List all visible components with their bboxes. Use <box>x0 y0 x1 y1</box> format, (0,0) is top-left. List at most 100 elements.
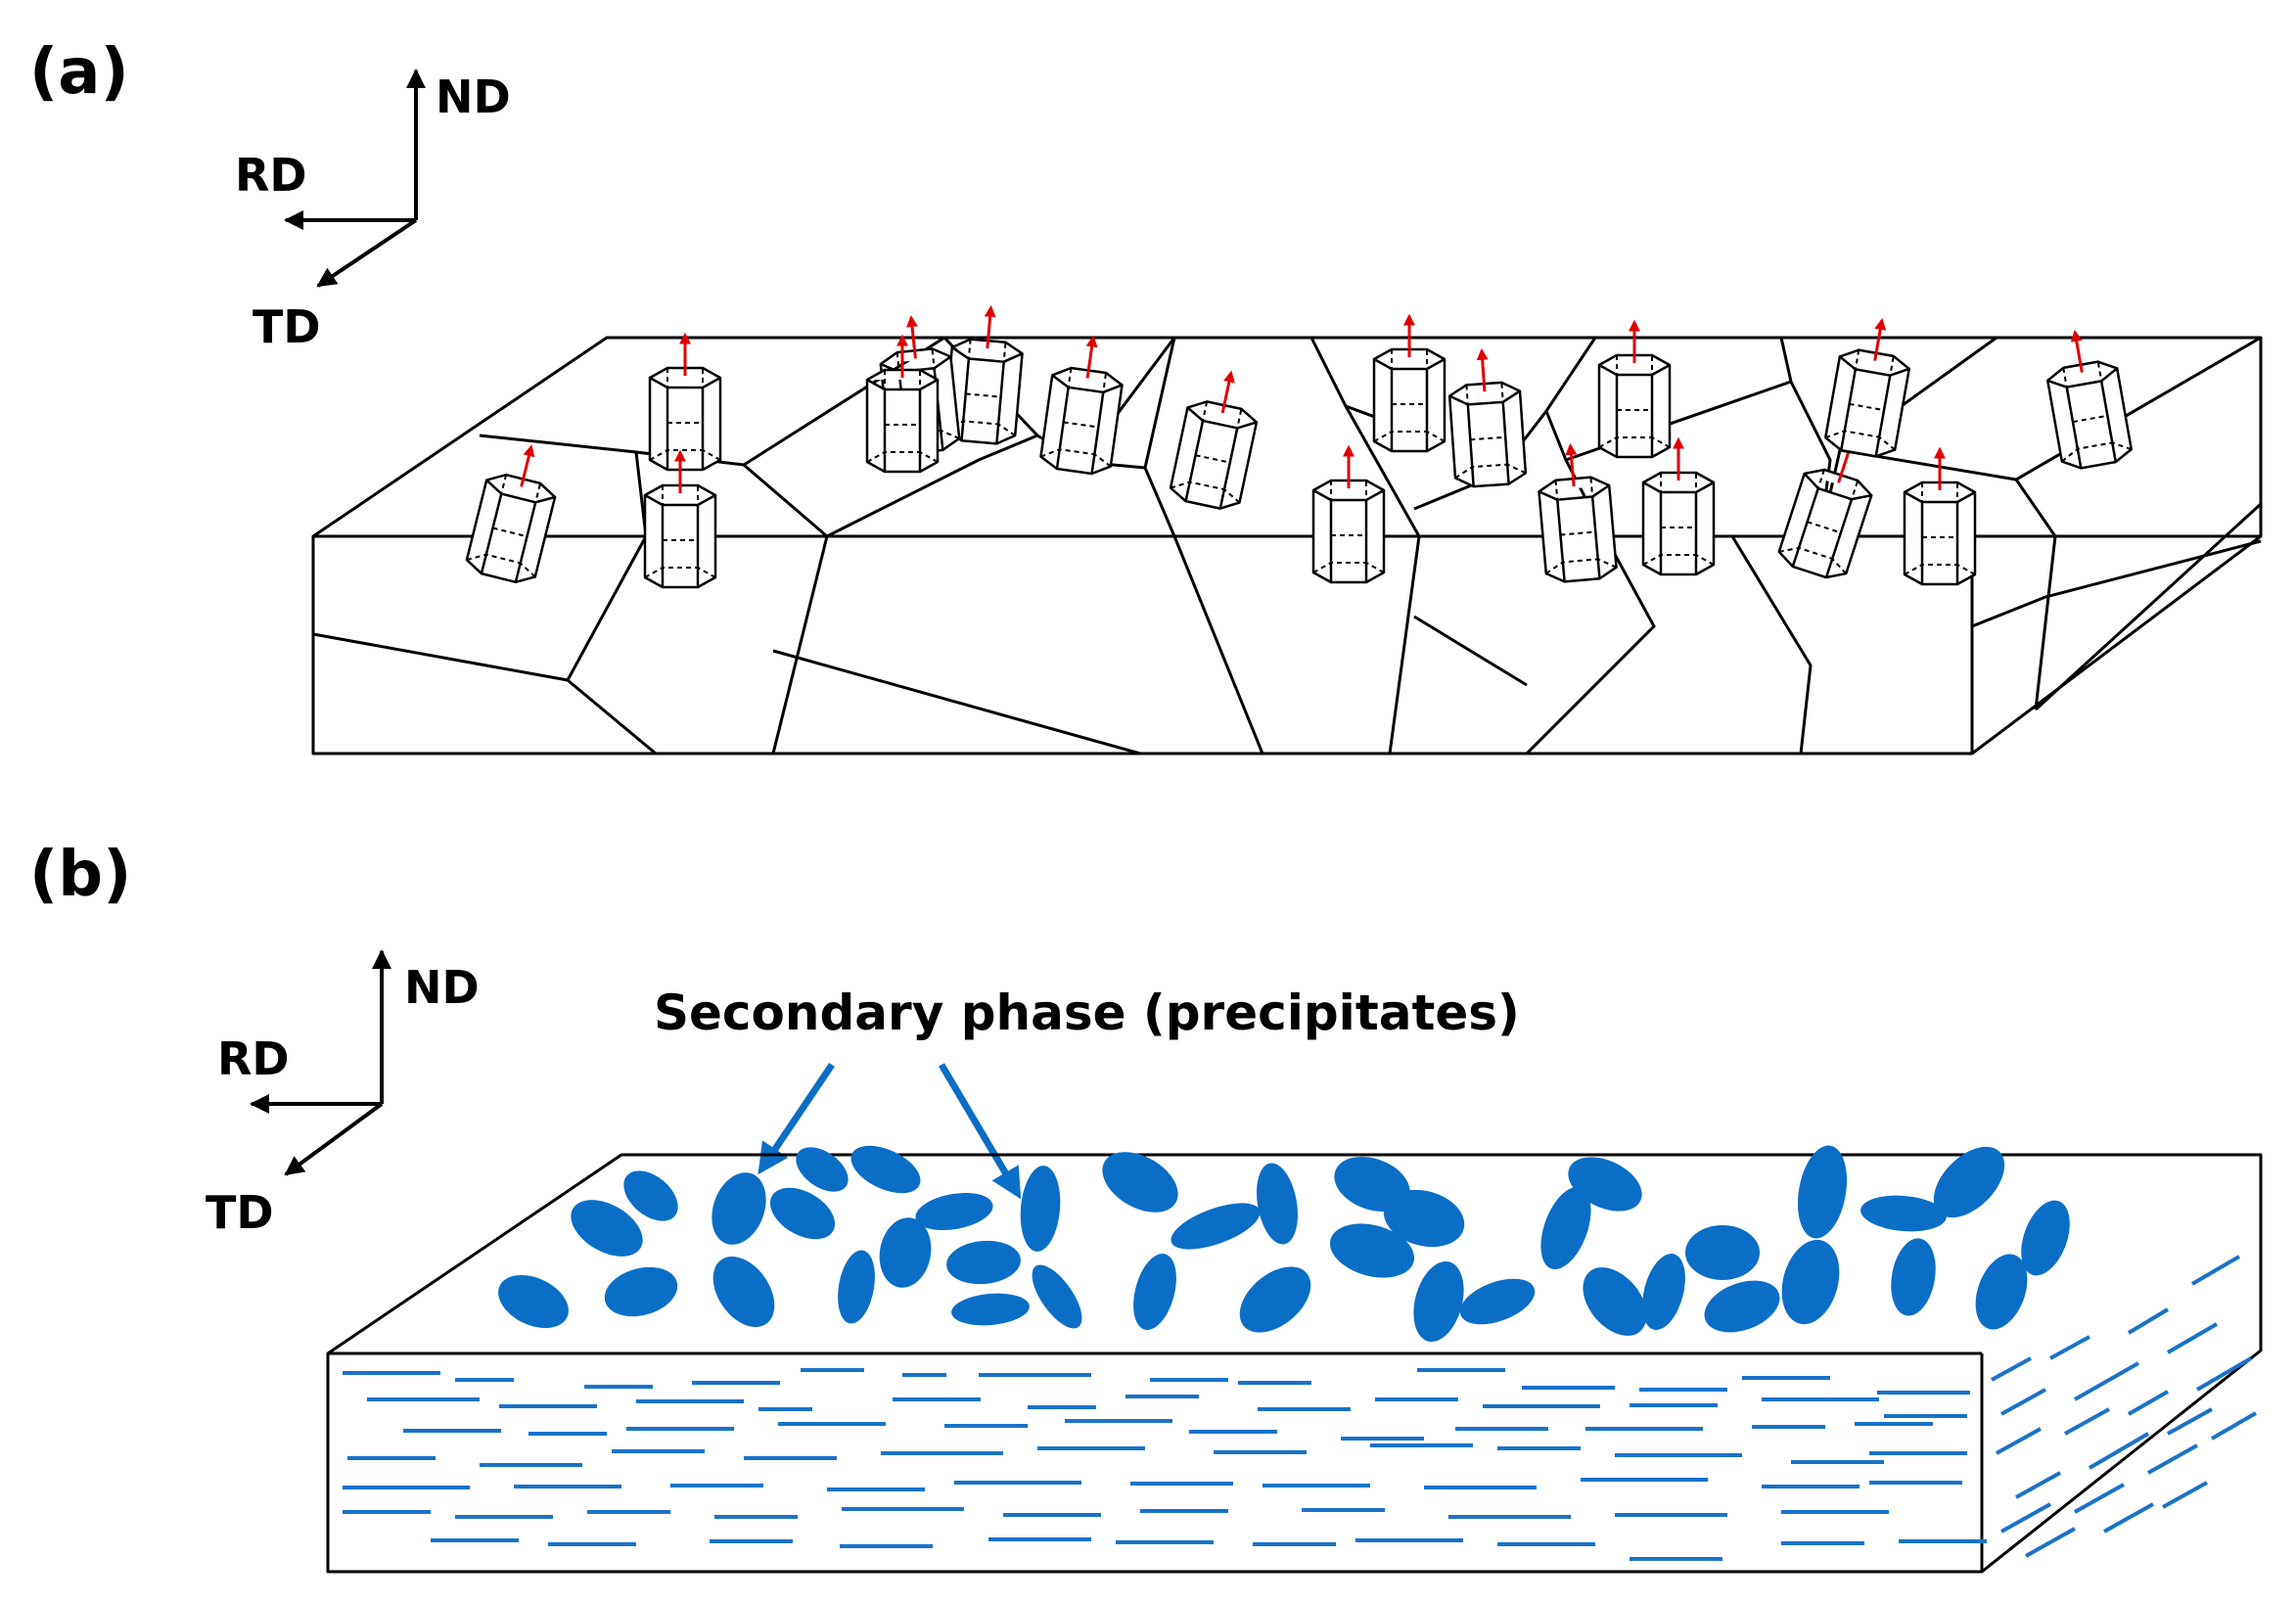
precipitate <box>1975 1254 2028 1330</box>
panel-b: (b) ND RD TD Secondary phase (precipitat… <box>29 839 2263 1574</box>
precipitates-annotation: Secondary phase (precipitates) <box>654 984 1520 1041</box>
precipitate <box>498 1274 569 1329</box>
precipitate <box>879 1217 932 1288</box>
precipitate-side <box>2000 1502 2051 1533</box>
precipitate <box>946 1240 1021 1285</box>
c-axis-arrow <box>1220 370 1235 414</box>
panel-b-label: (b) <box>29 839 131 911</box>
precipitate-side <box>2147 1443 2198 1475</box>
axis-triad-b: ND RD TD <box>206 949 480 1239</box>
precipitate <box>1459 1278 1536 1325</box>
nd-label-b: ND <box>404 961 480 1014</box>
precipitate-side <box>2015 1471 2061 1499</box>
c-axis-arrow <box>2070 329 2084 373</box>
precipitate <box>1020 1166 1061 1252</box>
td-axis-arrow <box>316 218 418 288</box>
precipitate <box>2021 1200 2070 1276</box>
c-axis-arrow <box>520 444 535 487</box>
precipitates-side-face <box>1991 1255 2258 1558</box>
hcp-crystal <box>1039 335 1124 476</box>
precipitate-side <box>1996 1427 2042 1455</box>
rd-label: RD <box>235 149 307 202</box>
precipitate-side <box>2162 1481 2208 1509</box>
c-axis-arrow <box>906 315 918 359</box>
annotation-arrow-right <box>938 1063 1022 1200</box>
c-axis-arrow <box>1085 335 1098 379</box>
precipitate <box>1239 1266 1311 1333</box>
precipitates-top-face <box>498 1145 2070 1343</box>
precipitate <box>571 1200 643 1257</box>
precipitate <box>712 1256 775 1328</box>
precipitate-block <box>326 1153 2263 1574</box>
hcp-crystal <box>943 304 1024 445</box>
hcp-crystal <box>1447 347 1528 488</box>
precipitate-side <box>2064 1407 2110 1436</box>
hcp-crystal <box>1824 317 1910 458</box>
precipitate-side <box>2128 1390 2169 1416</box>
td-label: TD <box>253 300 321 353</box>
annotation-arrow-left <box>758 1063 835 1175</box>
precipitate <box>769 1187 836 1240</box>
panel-a-label: (a) <box>29 36 129 109</box>
precipitate <box>796 1147 849 1192</box>
axis-triad-a: ND RD TD <box>235 69 511 353</box>
precipitate <box>1540 1186 1591 1270</box>
precipitate <box>1133 1254 1176 1330</box>
precipitate <box>1568 1157 1642 1212</box>
hcp-crystal <box>643 449 717 589</box>
precipitate <box>1102 1152 1178 1213</box>
precipitate <box>1860 1195 1947 1232</box>
hcp-crystal <box>1903 446 1977 586</box>
precipitate <box>915 1192 993 1231</box>
precipitate-side <box>2167 1407 2213 1436</box>
precipitate <box>1797 1145 1848 1239</box>
precipitate <box>1032 1264 1082 1329</box>
precipitate <box>1171 1203 1261 1250</box>
hcp-crystals <box>465 304 2133 589</box>
c-axis-arrow <box>1476 347 1489 392</box>
precipitate <box>838 1250 875 1324</box>
precipitate <box>1781 1239 1840 1325</box>
precipitate-side <box>2025 1527 2076 1558</box>
panel-a: (a) ND RD TD <box>29 36 2263 755</box>
td-label-b: TD <box>206 1186 274 1239</box>
precipitate <box>1413 1260 1464 1343</box>
precipitate-side <box>2103 1502 2154 1533</box>
precipitate-side <box>2049 1335 2090 1360</box>
td-axis-arrow-b <box>284 1102 384 1176</box>
precipitate-side <box>2088 1432 2150 1470</box>
hcp-crystal <box>1641 436 1716 576</box>
c-axis-arrow <box>984 304 996 349</box>
precipitate <box>604 1266 678 1317</box>
precipitate <box>1583 1267 1647 1336</box>
hcp-crystal <box>2046 329 2133 470</box>
precipitate-side <box>1991 1356 2032 1382</box>
precipitate <box>1704 1280 1780 1333</box>
precipitate <box>1256 1163 1299 1245</box>
precipitate-side <box>2127 1307 2170 1335</box>
precipitate <box>1685 1225 1760 1280</box>
precipitate-side <box>2195 1356 2253 1392</box>
precipitate <box>1642 1254 1685 1330</box>
precipitate <box>951 1293 1030 1326</box>
precipitate-side <box>2000 1388 2046 1416</box>
hcp-crystal <box>1372 313 1446 453</box>
c-axis-arrow <box>1565 442 1578 487</box>
precipitate-side <box>2166 1322 2219 1354</box>
nd-label: ND <box>436 70 511 123</box>
hcp-crystal <box>465 444 557 584</box>
precipitate <box>712 1172 766 1245</box>
precipitate <box>1933 1146 2005 1218</box>
precipitate-side <box>2190 1255 2241 1286</box>
precipitate <box>1891 1238 1936 1316</box>
precipitate-side <box>2074 1361 2139 1401</box>
precipitate-side <box>2074 1483 2125 1514</box>
hcp-crystal <box>865 334 940 474</box>
precipitate <box>623 1170 678 1221</box>
precipitates-front-face <box>343 1368 1987 1561</box>
hcp-crystal <box>1311 444 1386 584</box>
hcp-crystal <box>1597 319 1672 459</box>
precipitate <box>1383 1189 1465 1248</box>
precipitate-side <box>2210 1411 2258 1441</box>
